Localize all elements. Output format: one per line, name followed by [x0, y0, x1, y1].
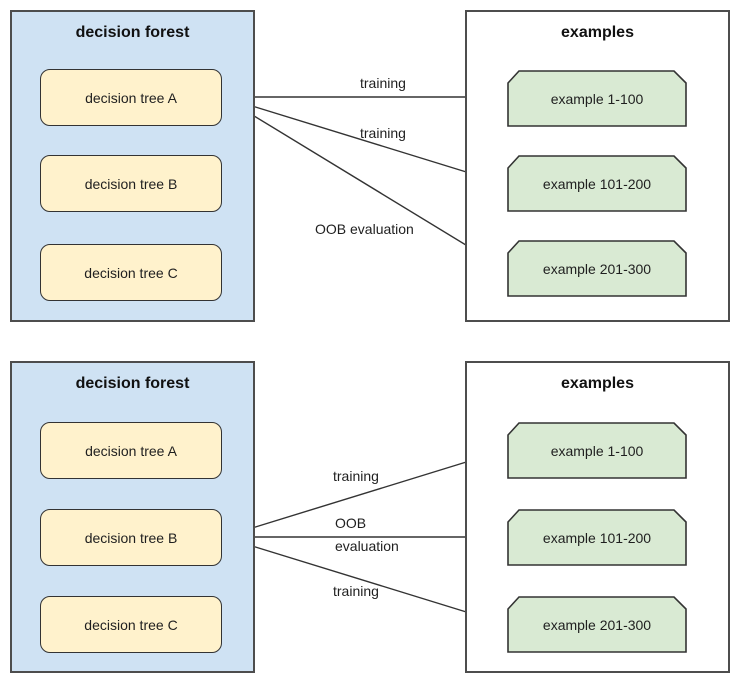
bottom-example-label-2: example 101-200 [542, 529, 652, 546]
bottom-arrow-label-training-1: training [333, 468, 379, 484]
arrow-bottom-training-2 [222, 536, 504, 626]
cut-corner-card-shape [507, 70, 687, 127]
top-tree-box-a: decision tree A [40, 69, 222, 126]
arrow-top-training-2 [222, 96, 504, 186]
top-forest-title: decision forest [75, 24, 190, 41]
cut-corner-card-shape [507, 155, 687, 212]
bottom-tree-label-c: decision tree C [84, 616, 178, 633]
bottom-example-box-2: example 101-200 [507, 509, 687, 566]
top-example-box-2: example 101-200 [507, 155, 687, 212]
top-tree-box-c: decision tree C [40, 244, 222, 301]
bottom-example-label-3: example 201-300 [542, 616, 652, 633]
bottom-forest-title: decision forest [75, 375, 190, 392]
top-arrow-label-training-1: training [360, 75, 406, 91]
bottom-tree-box-c: decision tree C [40, 596, 222, 653]
top-tree-box-b: decision tree B [40, 155, 222, 212]
top-example-label-3: example 201-300 [542, 260, 652, 277]
bottom-tree-box-a: decision tree A [40, 422, 222, 479]
arrow-bottom-training-1 [222, 448, 504, 538]
bottom-tree-label-a: decision tree A [85, 442, 177, 459]
cut-corner-card-shape [507, 509, 687, 566]
bottom-example-label-1: example 1-100 [550, 442, 644, 459]
bottom-examples-title: examples [561, 375, 634, 392]
top-tree-label-a: decision tree A [85, 89, 177, 106]
top-tree-label-b: decision tree B [84, 175, 178, 192]
top-example-box-1: example 1-100 [507, 70, 687, 127]
arrow-top-oob-evaluation [222, 96, 504, 268]
top-example-label-1: example 1-100 [550, 90, 644, 107]
bottom-arrow-label-evaluation: evaluation [335, 538, 399, 554]
bottom-tree-box-b: decision tree B [40, 509, 222, 566]
bottom-arrow-label-training-2: training [333, 583, 379, 599]
bottom-example-box-1: example 1-100 [507, 422, 687, 479]
bottom-arrow-label-oob: OOB [335, 515, 367, 531]
top-example-label-2: example 101-200 [542, 175, 652, 192]
cut-corner-card-shape [507, 422, 687, 479]
bottom-tree-label-b: decision tree B [84, 529, 178, 546]
top-examples-title: examples [561, 24, 634, 41]
top-arrow-label-training-2: training [360, 125, 406, 141]
top-tree-label-c: decision tree C [84, 264, 178, 281]
bottom-example-box-3: example 201-300 [507, 596, 687, 653]
cut-corner-card-shape [507, 596, 687, 653]
top-arrow-label-oob-evaluation: OOB evaluation [315, 221, 414, 237]
cut-corner-card-shape [507, 240, 687, 297]
top-example-box-3: example 201-300 [507, 240, 687, 297]
